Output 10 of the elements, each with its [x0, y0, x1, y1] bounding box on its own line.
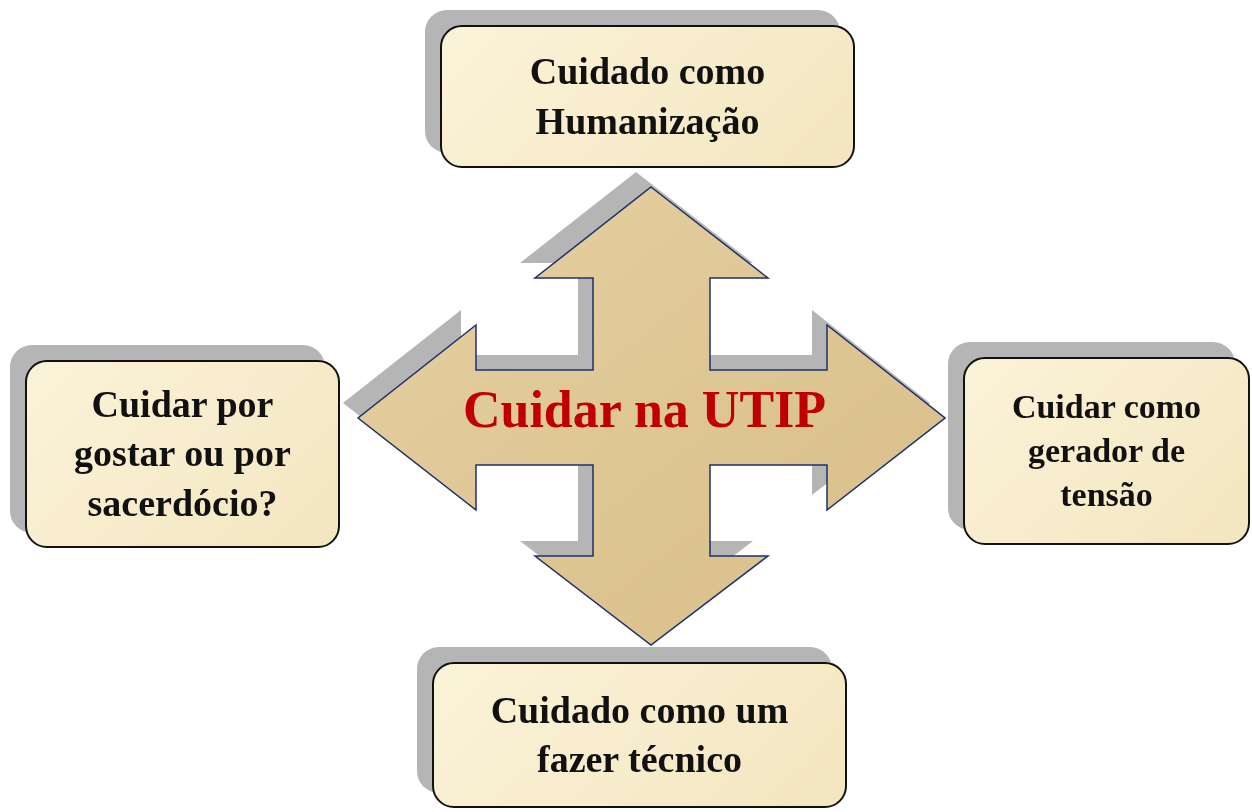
box-text: Cuidado como um fazer técnico: [489, 687, 790, 782]
rounded-text-box: [440, 25, 855, 168]
rounded-text-box: [25, 360, 340, 548]
four-way-arrow-shape: [343, 172, 946, 646]
center-title: Cuidar na UTIP: [462, 379, 827, 439]
box-text: Cuidado como Humanização: [528, 49, 767, 144]
box-text: Cuidar por gostar ou por sacerdócio?: [73, 381, 292, 526]
rounded-text-box: [963, 357, 1250, 545]
box-text: Cuidar como gerador de tensão: [1010, 386, 1203, 516]
rounded-text-box: [432, 662, 847, 808]
